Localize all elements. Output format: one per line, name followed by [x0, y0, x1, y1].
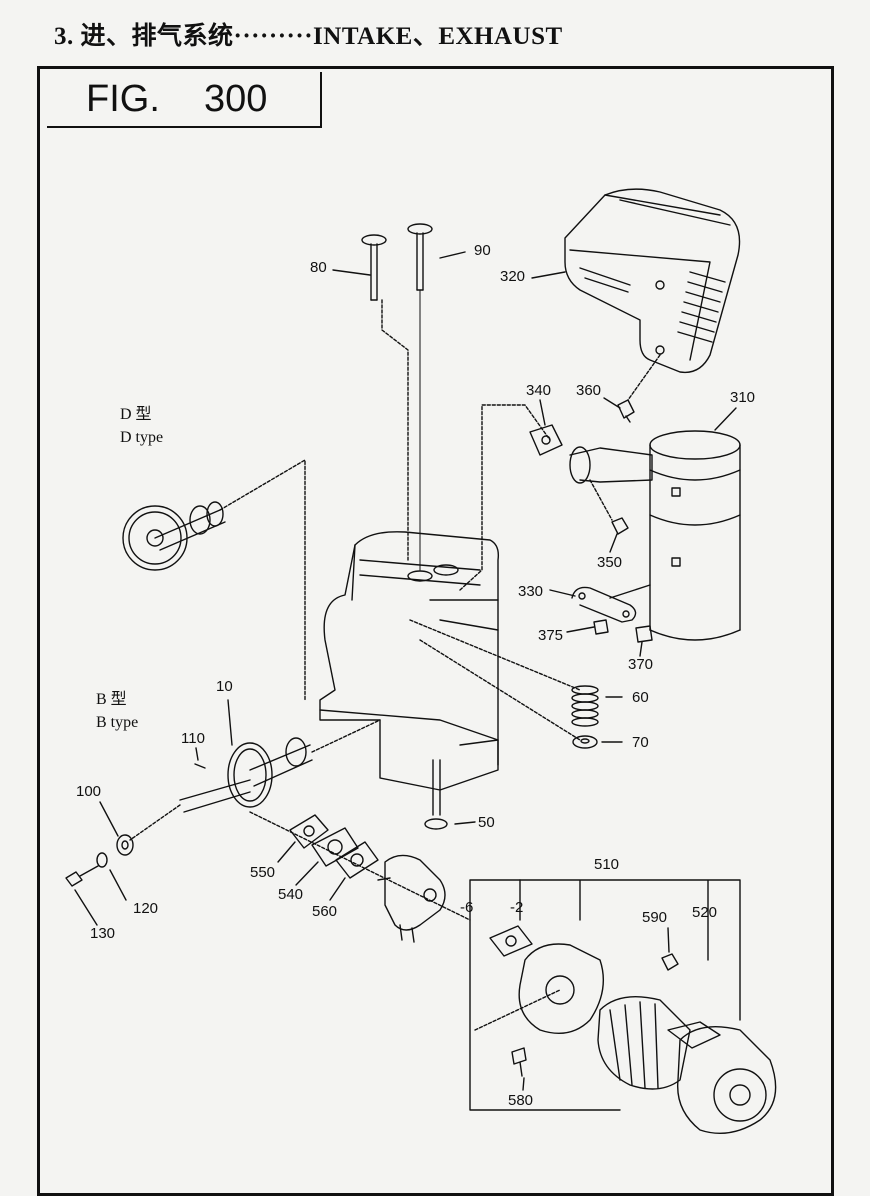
carburetor [377, 854, 446, 943]
callout-120: 120 [133, 900, 159, 917]
section-title: 3. 进、排气系统·········INTAKE、EXHAUST [54, 23, 563, 50]
figure-label: FIG. [86, 78, 160, 120]
muffler-cover [564, 188, 741, 374]
callout-370: 370 [628, 656, 654, 673]
callout-100: 100 [76, 783, 102, 800]
bolt-375 [593, 619, 609, 635]
d-type-label-en: D type [120, 429, 164, 446]
callout-130: 130 [90, 925, 116, 942]
air-cleaner-cover [667, 1021, 777, 1135]
bolt-360 [617, 399, 635, 423]
callout-60: 60 [632, 689, 649, 706]
b-type-label-cn: B 型 [96, 691, 127, 708]
callout-90: 90 [474, 242, 491, 259]
callout-520: 520 [692, 904, 718, 921]
intake-valve [361, 234, 387, 301]
bolt-580 [511, 1047, 527, 1077]
callout-350: 350 [597, 554, 623, 571]
callout-sub-6: -6 [460, 899, 474, 916]
washer-120 [96, 852, 108, 868]
engine-block [319, 531, 500, 791]
washer-100 [116, 834, 134, 856]
exhaust-valve [407, 223, 433, 291]
callout-110: 110 [181, 730, 205, 747]
air-cleaner-case [474, 943, 605, 1034]
valve-spring [571, 685, 599, 727]
key-110 [194, 763, 206, 769]
callout-10: 10 [216, 678, 233, 695]
muffler [569, 430, 741, 641]
figure-label-box [47, 72, 322, 128]
gasket-550 [289, 814, 329, 849]
valve-50 [424, 759, 448, 830]
callout-80: 80 [310, 259, 327, 276]
callout-70: 70 [632, 734, 649, 751]
callout-360: 360 [576, 382, 602, 399]
callout-560: 560 [312, 903, 338, 920]
callout-310: 310 [730, 389, 756, 406]
callout-510: 510 [594, 856, 620, 873]
nut-590 [661, 953, 679, 971]
camshaft-b-type [179, 737, 313, 813]
callout-540: 540 [278, 886, 304, 903]
nut-350 [611, 517, 629, 535]
callout-550: 550 [250, 864, 276, 881]
callout-sub-2: -2 [510, 899, 524, 916]
callout-375: 375 [538, 627, 564, 644]
callout-50: 50 [478, 814, 495, 831]
bolt-370 [635, 625, 653, 643]
gasket-560 [335, 841, 379, 879]
bracket-330 [571, 584, 651, 623]
b-type-label-en: B type [96, 714, 139, 731]
air-filter-element [597, 995, 691, 1090]
d-type-label-cn: D 型 [120, 406, 152, 423]
gasket-2 [489, 925, 533, 957]
callout-580: 580 [508, 1092, 534, 1109]
callout-590: 590 [642, 909, 668, 926]
bolt-130 [65, 865, 99, 887]
gasket-340 [529, 424, 563, 456]
camshaft-d-type [122, 501, 226, 571]
figure-number: 300 [204, 78, 268, 120]
callout-320: 320 [500, 268, 526, 285]
callout-340: 340 [526, 382, 552, 399]
spring-retainer [572, 735, 598, 749]
callout-330: 330 [518, 583, 544, 600]
